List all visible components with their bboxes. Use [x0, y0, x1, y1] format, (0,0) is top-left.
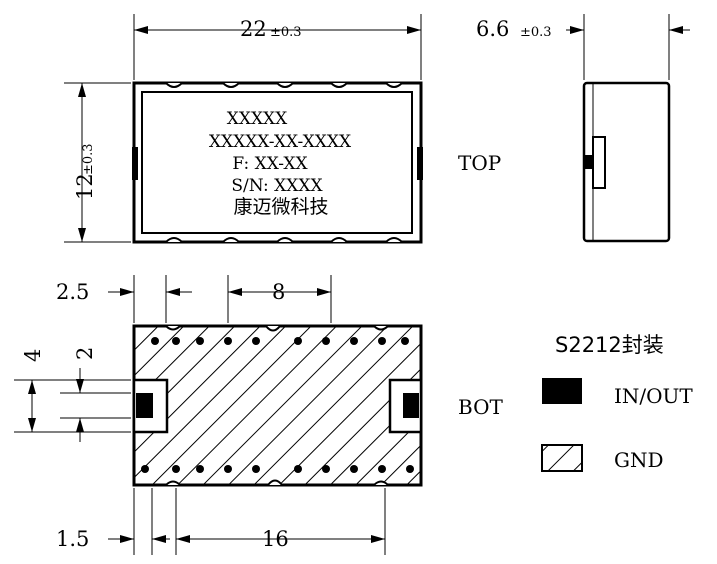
side-view: 6.6 ±0.3	[476, 14, 690, 243]
side-body	[582, 81, 671, 243]
marking-line-2: XXXXX-XX-XXXX	[209, 132, 352, 152]
bottom-edge-notches	[165, 325, 389, 486]
pad-height-dimension: 4	[14, 349, 131, 433]
left-inout-pad	[136, 393, 153, 418]
side-pin-tab	[592, 136, 606, 189]
legend: S2212封装 IN/OUT GND	[541, 333, 693, 472]
bottom-view: BOT 2.5 8 4	[14, 275, 503, 555]
top-right-pin	[417, 147, 423, 180]
thickness-tolerance: ±0.3	[520, 25, 552, 40]
height-value: 12	[73, 173, 97, 200]
marking-line-3: F: XX-XX	[232, 154, 308, 174]
edge-offset-dimension: 2.5	[56, 275, 192, 323]
thickness-value: 6.6	[476, 17, 509, 41]
pad-height-value: 4	[21, 349, 45, 362]
legend-gnd-swatch-fill	[542, 445, 582, 471]
width-value: 22	[240, 17, 267, 41]
legend-title: S2212封装	[555, 333, 664, 357]
marking-line-1: XXXXX	[227, 109, 288, 129]
top-edge-notches	[165, 82, 403, 243]
edge-offset-value: 2.5	[56, 280, 89, 304]
pad-pitch-value: 8	[272, 280, 285, 304]
bottom-view-label: BOT	[458, 395, 503, 419]
legend-gnd-swatch	[541, 444, 583, 472]
top-left-pin	[132, 147, 138, 180]
legend-inout-label: IN/OUT	[614, 384, 693, 408]
bottom-span-dimension: 16	[175, 488, 386, 555]
top-view-label: TOP	[458, 151, 501, 175]
width-dimension: 22 ±0.3	[133, 14, 422, 80]
bottom-offset-value: 1.5	[56, 527, 89, 551]
marking-line-4: S/N: XXXX	[231, 176, 323, 196]
bottom-span-value: 16	[262, 527, 289, 551]
thickness-dimension: 6.6 ±0.3	[476, 14, 690, 80]
legend-inout-swatch	[542, 378, 582, 404]
width-tolerance: ±0.3	[270, 25, 302, 40]
height-tolerance: ±0.3	[81, 143, 96, 175]
top-view: XXXXX XXXXX-XX-XXXX F: XX-XX S/N: XXXX 康…	[64, 14, 501, 244]
marking-line-5: 康迈微科技	[233, 196, 328, 218]
pad-inner-value: 2	[73, 347, 97, 360]
castellation-dots	[141, 337, 414, 473]
right-inout-pad	[403, 393, 419, 418]
gnd-hatched-area	[134, 326, 421, 485]
pad-pitch-dimension: 8	[227, 275, 332, 323]
pad-inner-dimension: 2	[60, 347, 131, 442]
side-pin	[584, 155, 593, 169]
bottom-offset-dimension: 1.5	[56, 488, 170, 555]
top-label-area	[141, 91, 413, 234]
legend-gnd-label: GND	[614, 448, 664, 472]
height-dimension: 12 ±0.3	[64, 82, 131, 243]
